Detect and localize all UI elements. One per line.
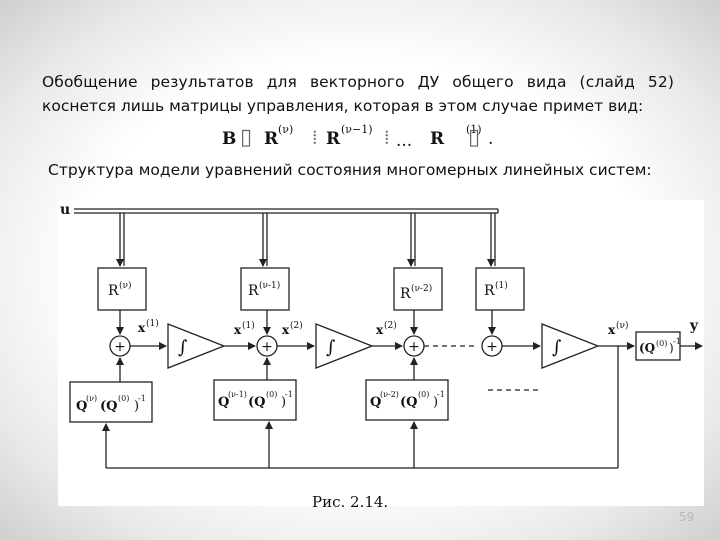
formula-sup-2: (ν−1) [341,123,373,136]
q-block-2-mid: (Q [248,395,265,410]
formula-bracket-right: ▯ [468,125,481,150]
integrator-3 [541,323,600,369]
control-matrix-formula: B ▯ R (ν) ⁞ R (ν−1) ⁞ ... R (1) ▯ . [222,123,522,155]
q-block-2 [213,379,297,421]
q-block-2-tail: ) [281,395,286,410]
paragraph-line-2: коснется лишь матрицы управления, котора… [42,97,644,115]
formula-r-1: R [264,129,279,149]
r-block-3 [393,267,443,311]
state-label-1-sup: (1) [146,318,159,329]
summer-2-plus: + [261,339,273,355]
formula-b: B [222,129,237,149]
output-block [635,331,681,361]
r-block-3-label: R [400,286,411,302]
q-block-3-tail: ) [433,395,438,410]
formula-dots: ... [396,131,413,151]
q-block-1-mid-sup: (0) [118,394,129,403]
q-block-1-mid: (Q [100,399,117,414]
formula-bracket-left: ▯ [240,125,253,150]
q-block-3-mid-sup: (0) [418,390,429,399]
output-block-label: (Q [639,341,655,355]
integrator-2 [315,323,374,369]
r-block-2-label: R [248,283,259,299]
state-label-3-sup: (2) [290,320,303,331]
summer-3-plus: + [408,339,420,355]
q-block-3-sup: (ν-2) [380,390,399,399]
state-label-2: x [234,323,242,337]
formula-r-3: R [430,129,445,149]
r-block-4-sup: (1) [495,280,508,291]
q-block-3-mid: (Q [400,395,417,410]
formula-separator-2: ⁞ [384,125,390,149]
output-block-inv: -1 [673,337,681,346]
input-label: u [60,202,70,218]
q-block-1-label: Q [76,399,87,414]
q-block-2-sup: (ν-1) [228,390,247,399]
r-block-1-label: R [108,283,119,299]
r-block-4-label: R [484,283,495,299]
q-block-3-label: Q [370,395,381,410]
state-label-3: x [282,323,290,337]
block-diagram: u y R (ν) R (ν-1) R (ν-2) R (1) + + + + … [58,200,704,506]
r-block-2 [240,267,290,311]
summer-1-plus: + [114,339,126,355]
q-block-1 [69,381,153,423]
output-block-sup: (0) [656,339,667,348]
integrator-3-symbol: ∫ [552,337,562,358]
state-label-1: x [138,321,146,335]
q-block-2-inv: -1 [285,390,293,399]
q-block-1-sup: (ν) [86,394,97,403]
r-block-4 [475,267,525,311]
q-block-1-inv: -1 [138,394,146,403]
state-label-2-sup: (1) [242,320,255,331]
state-label-4-sup: (2) [384,320,397,331]
summer-4-plus: + [486,339,498,355]
formula-sup-3: (1) [466,123,482,136]
formula-period: . [488,129,494,149]
state-label-4: x [376,323,384,337]
r-block-1 [97,267,147,311]
integrator-1 [167,323,226,369]
q-block-3 [365,379,449,421]
integrator-2-symbol: ∫ [326,337,336,358]
paragraph-line-1: Обобщение результатов для векторного ДУ … [42,73,674,91]
q-block-1-tail: ) [134,399,139,414]
q-block-2-mid-sup: (0) [266,390,277,399]
intro-paragraph: Обобщение результатов для векторного ДУ … [42,70,674,118]
block-diagram-svg: u y R (ν) R (ν-1) R (ν-2) R (1) + + + + … [60,202,703,469]
r-block-2-sup: (ν-1) [259,280,280,291]
r-block-3-sup: (ν-2) [411,283,432,294]
formula-r-2: R [326,129,341,149]
q-block-2-label: Q [218,395,229,410]
state-label-5-sup: (ν) [616,320,629,331]
figure-caption: Рис. 2.14. [312,493,389,511]
page-number: 59 [679,510,695,524]
r-block-1-sup: (ν) [119,280,132,291]
output-block-tail: ) [669,341,674,355]
output-label: y [689,318,699,334]
integrator-1-symbol: ∫ [178,337,188,358]
formula-sup-1: (ν) [278,123,294,136]
formula-separator-1: ⁞ [312,125,318,149]
structure-caption: Структура модели уравнений состояния мно… [48,161,652,179]
q-block-3-inv: -1 [437,390,445,399]
state-label-5: x [608,323,616,337]
